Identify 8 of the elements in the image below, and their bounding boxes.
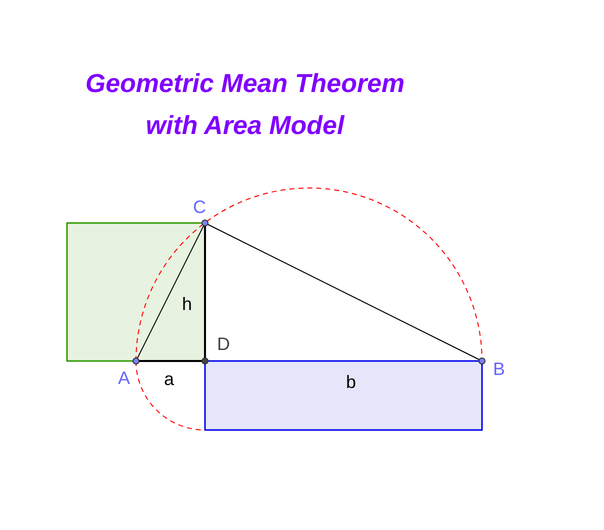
point-label: D bbox=[217, 334, 230, 354]
segment-label: a bbox=[164, 369, 174, 389]
segment-label: b bbox=[346, 372, 356, 392]
segment-label: h bbox=[182, 294, 192, 314]
point-label: A bbox=[118, 368, 130, 388]
point-label: B bbox=[493, 359, 506, 379]
title: Geometric Mean Theorem with Area Model bbox=[84, 67, 406, 142]
point-label: C bbox=[193, 197, 206, 217]
